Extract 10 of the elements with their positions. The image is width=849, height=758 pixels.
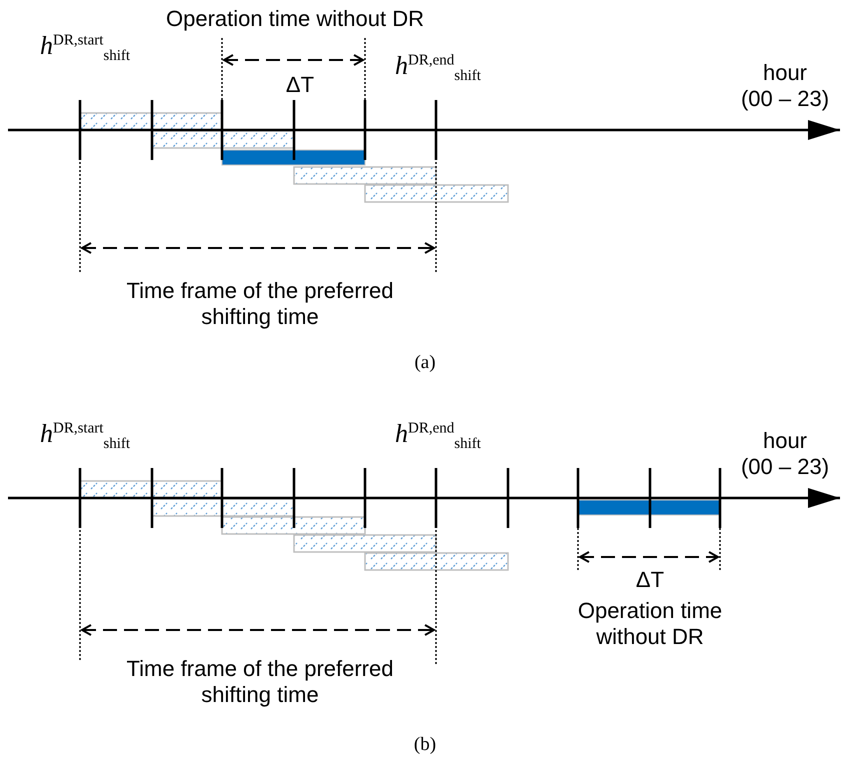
panel-caption: (b) bbox=[412, 734, 438, 757]
annotation-text: Time frame of the preferred shifting time bbox=[126, 656, 394, 709]
axis-label: hour (00 – 23) bbox=[740, 428, 830, 481]
symbol-label: ΔT bbox=[634, 567, 666, 594]
axis-label: hour (00 – 23) bbox=[740, 60, 830, 113]
symbol-label: ΔT bbox=[284, 72, 316, 98]
annotation-text: Operation time without DR bbox=[165, 6, 425, 32]
annotation-text: Time frame of the preferred shifting time bbox=[126, 278, 394, 331]
panel-caption: (a) bbox=[413, 352, 437, 375]
annotation-text: Operation time without DR bbox=[576, 598, 724, 651]
